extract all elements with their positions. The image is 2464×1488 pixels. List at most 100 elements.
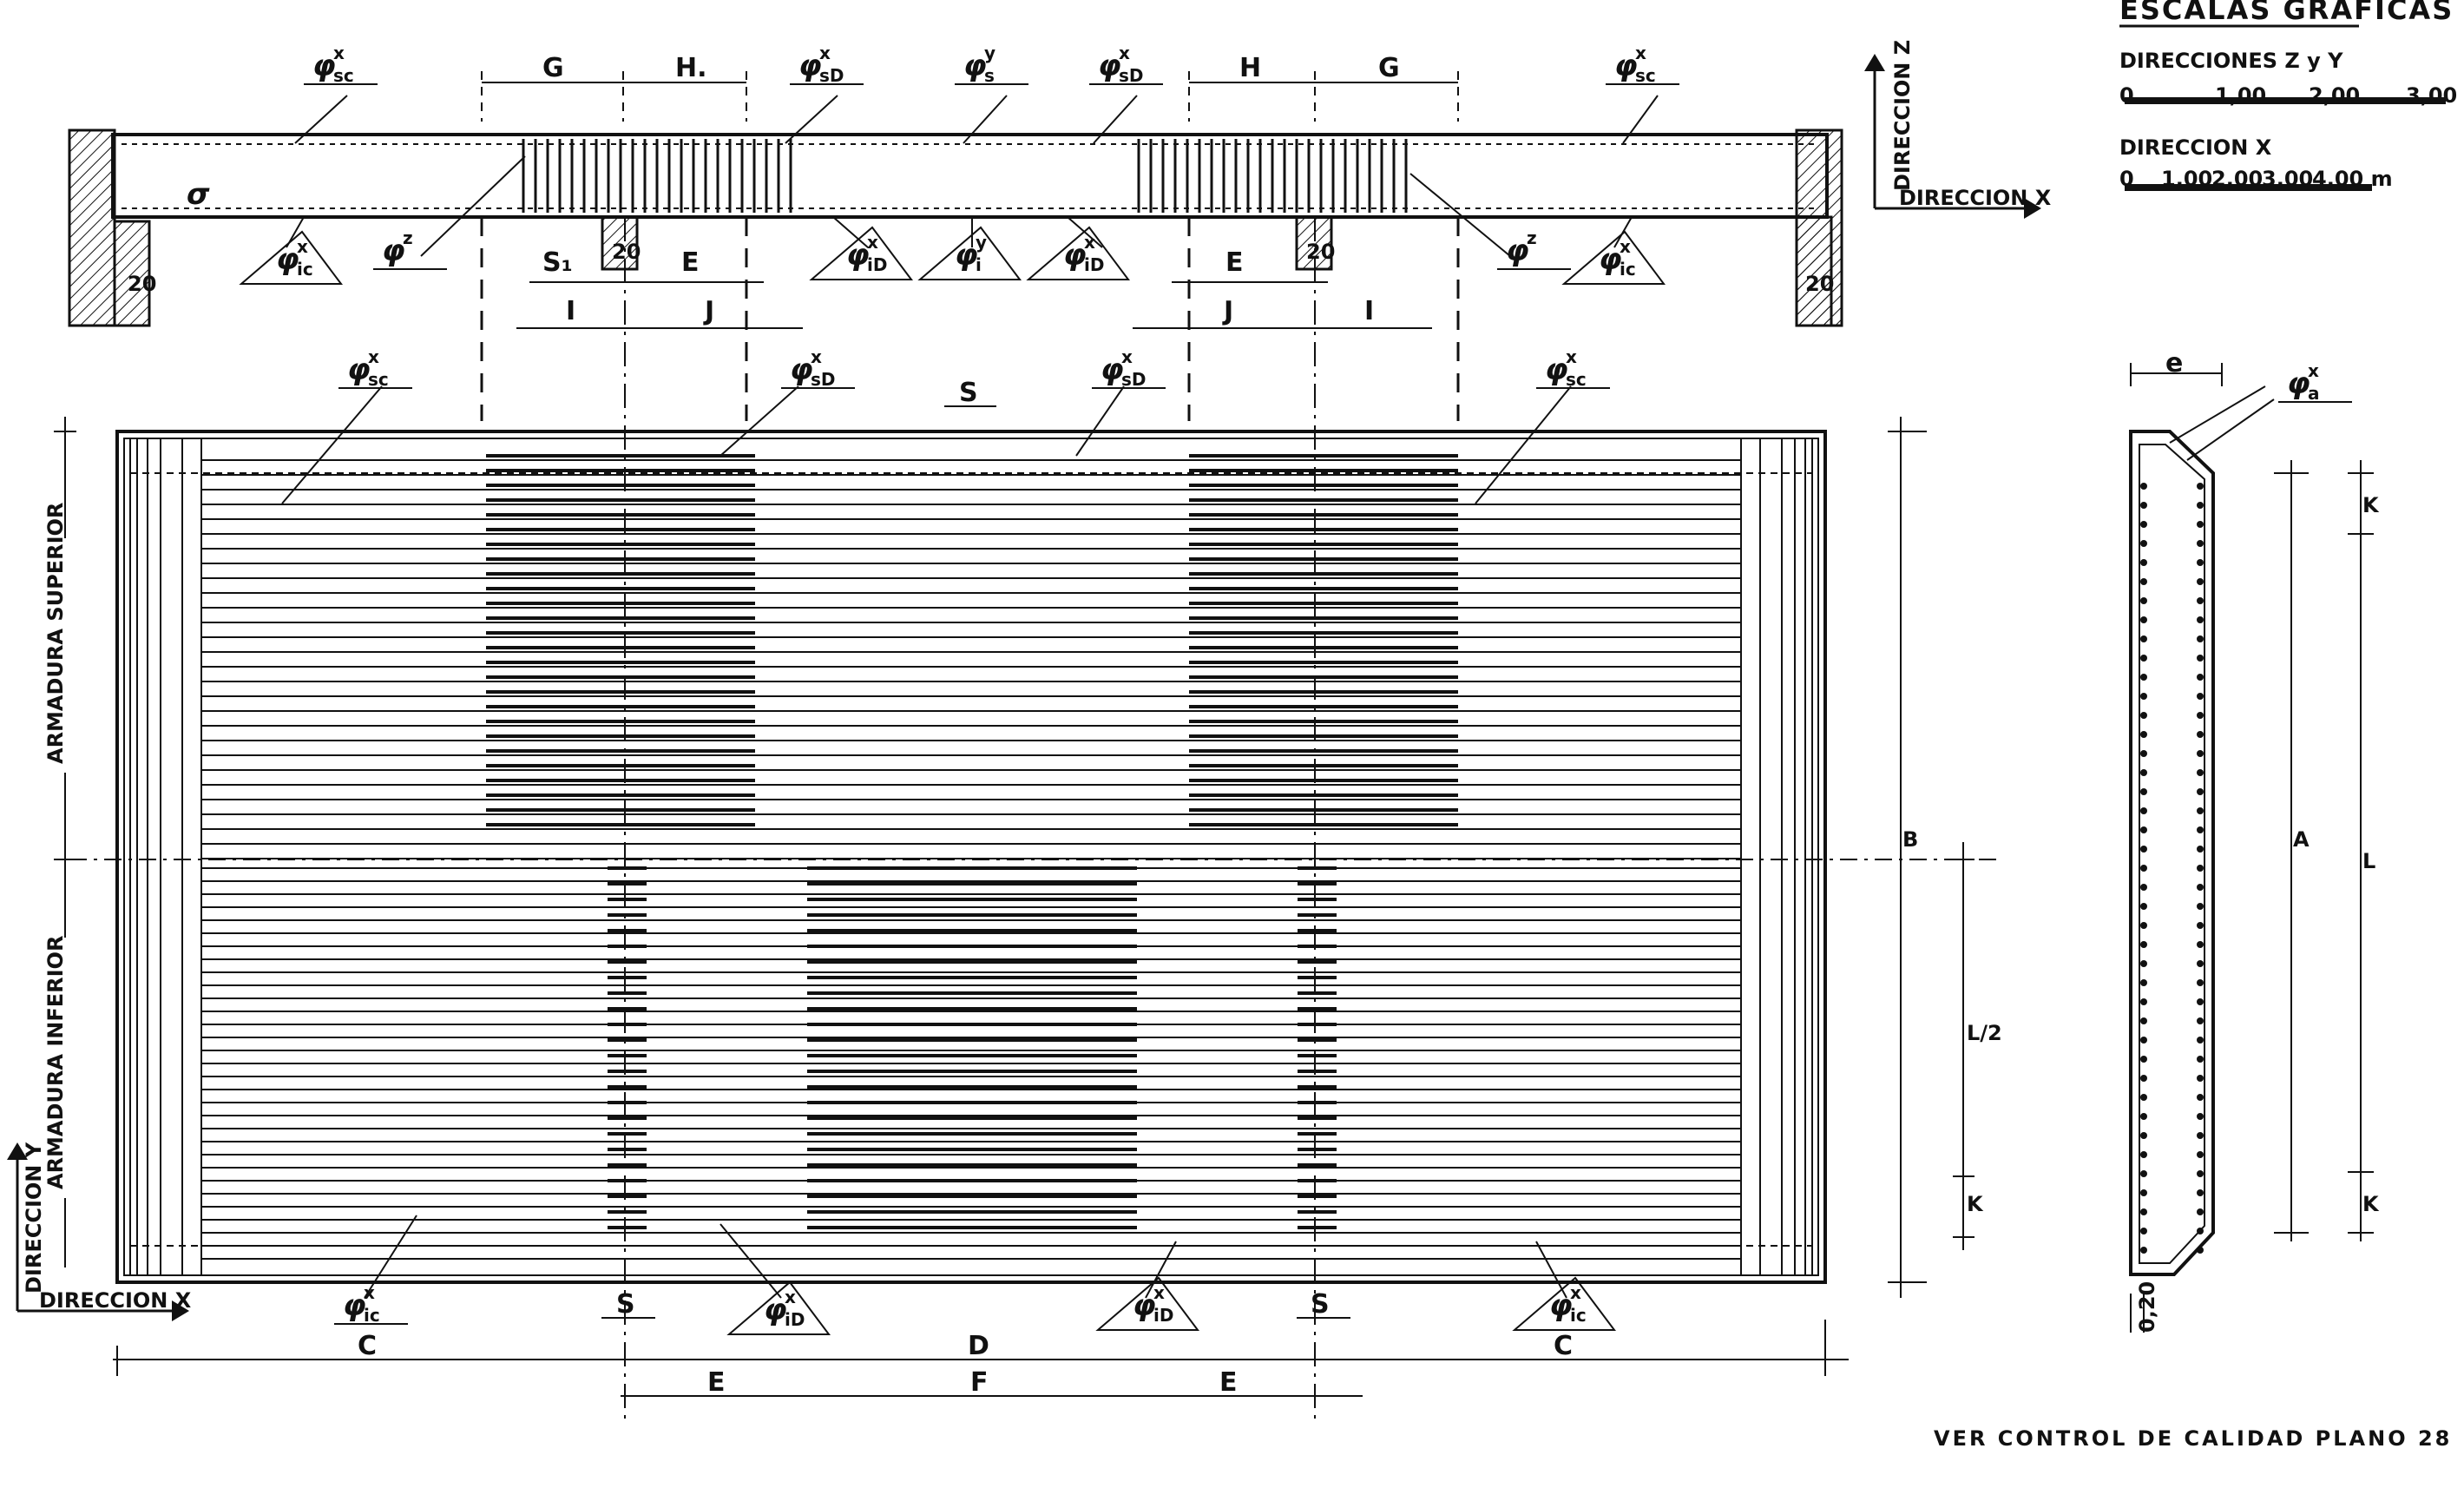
elev-bar-0-sub: sc bbox=[333, 65, 354, 86]
section-bar-dot bbox=[2197, 1037, 2204, 1044]
plan-dim-F: F bbox=[970, 1367, 989, 1398]
section-bar-dot bbox=[2140, 826, 2147, 833]
dir-y-label: DIRECCION Y bbox=[22, 1142, 46, 1294]
graphic-scales: ESCALAS GRAFICAS DIRECCIONES Z y Y 0 1,0… bbox=[2119, 0, 2464, 191]
section-bar-dot bbox=[2197, 1132, 2204, 1139]
section-bar-dot bbox=[2197, 922, 2204, 929]
section-bar-dot bbox=[2197, 655, 2204, 662]
plan-dim-K: K bbox=[1967, 1192, 1984, 1216]
scale-zy-tick-3: 3,00 m bbox=[2406, 83, 2464, 108]
section-bar-dot bbox=[2140, 960, 2147, 967]
scale-zy-tick-0: 0 bbox=[2119, 83, 2134, 108]
elev-bar-5-sup: x bbox=[297, 236, 308, 257]
plan-top-bar-1-sup: x bbox=[811, 346, 822, 367]
section-bar-dot bbox=[2140, 1094, 2147, 1101]
section-bar-dot bbox=[2197, 597, 2204, 604]
elev-bar-6: φz bbox=[373, 227, 447, 270]
plan-dim-E-right: E bbox=[1219, 1367, 1238, 1398]
scale-x-label: DIRECCION X bbox=[2119, 135, 2272, 160]
section-bar-dot bbox=[2140, 922, 2147, 929]
elev-bar-1-symbol: φ bbox=[798, 49, 822, 83]
plan-view: ARMADURA SUPERIOR ARMADURA INFERIOR DIRE… bbox=[7, 217, 2002, 1424]
left-wall-support bbox=[68, 128, 116, 327]
elev-bar-8-sup: y bbox=[976, 232, 987, 253]
plan-top-bar-2-sup: x bbox=[1121, 346, 1133, 367]
elev-bar-4-sub: sc bbox=[1635, 65, 1656, 86]
section-bar-dot bbox=[2197, 731, 2204, 738]
plan-bars bbox=[129, 438, 1813, 1275]
section-bar-dot bbox=[2197, 712, 2204, 719]
section-bar-dot bbox=[2197, 1208, 2204, 1215]
plan-top-bar-2-sub: sD bbox=[1121, 369, 1147, 390]
plan-right-dimensions bbox=[1888, 417, 1974, 1298]
section-bar-dot bbox=[2197, 1075, 2204, 1082]
section-bar-dot bbox=[2140, 941, 2147, 948]
dim-E-left: E bbox=[681, 247, 700, 278]
elev-bar-11-sup: x bbox=[1620, 236, 1631, 257]
plan-top-bar-3-sub: sc bbox=[1566, 369, 1587, 390]
plan-bottom-bar-3-sub: ic bbox=[1570, 1305, 1587, 1326]
section-bar-dot bbox=[2197, 788, 2204, 795]
section-bar-dot bbox=[2197, 1151, 2204, 1158]
dim-20-c: 20 bbox=[1306, 240, 1335, 264]
section-bar-dot bbox=[2140, 884, 2147, 891]
section-bar-dot bbox=[2197, 635, 2204, 642]
plan-dim-S-left: S bbox=[616, 1289, 635, 1320]
scale-zy-tick-1: 1,00 bbox=[2215, 83, 2266, 108]
plan-dim-E-left: E bbox=[707, 1367, 726, 1398]
section-dim-020: 0,20 bbox=[2135, 1281, 2159, 1333]
scale-x-tick-3: 3,00 bbox=[2262, 167, 2313, 191]
dim-J-left: J bbox=[703, 296, 714, 326]
dim-J-right: J bbox=[1222, 296, 1233, 326]
elev-bar-8-sub: i bbox=[976, 254, 982, 275]
plan-bottom-bar-2-sub: iD bbox=[1153, 1305, 1173, 1326]
section-bar-dot bbox=[2140, 769, 2147, 776]
dim-I-left: I bbox=[566, 296, 575, 326]
section-bar-dot bbox=[2140, 1037, 2147, 1044]
dim-20-d: 20 bbox=[1805, 272, 1834, 296]
quality-control-note: VER CONTROL DE CALIDAD PLANO 28 bbox=[1934, 1426, 2452, 1451]
section-bar-dot bbox=[2140, 1056, 2147, 1063]
plan-bottom-bar-1-sup: x bbox=[785, 1287, 796, 1307]
section-bar-dot bbox=[2140, 674, 2147, 681]
elev-bar-10: φz bbox=[1497, 227, 1571, 270]
section-bar-dot bbox=[2197, 521, 2204, 528]
elev-bar-3-sub: sD bbox=[1119, 65, 1144, 86]
section-bar-dot bbox=[2140, 540, 2147, 547]
scale-zy-tick-2: 2,00 bbox=[2309, 83, 2360, 108]
section-bar-dot bbox=[2140, 1075, 2147, 1082]
plan-top-bar-1-symbol: φ bbox=[790, 352, 813, 387]
section-bar-dot bbox=[2197, 540, 2204, 547]
elevation-dimension-lines bbox=[481, 71, 1459, 329]
elevation-view: σ G H. H G S₁ E E I J J I 20 20 20 20 bbox=[68, 40, 2052, 329]
section-bar-dot bbox=[2197, 1247, 2204, 1254]
section-bar-phi-sup: x bbox=[2308, 360, 2319, 381]
section-bar-dot bbox=[2197, 1170, 2204, 1177]
elev-bar-8: φyi bbox=[917, 226, 1022, 280]
section-bar-dot bbox=[2140, 903, 2147, 910]
plan-dim-B: B bbox=[1902, 827, 1918, 852]
elev-bar-7-sub: iD bbox=[867, 254, 887, 275]
section-bar-dot bbox=[2197, 826, 2204, 833]
section-bar-dot bbox=[2197, 559, 2204, 566]
left-support-block bbox=[113, 220, 151, 327]
section-bar-dot bbox=[2140, 865, 2147, 872]
axis-z-x: DIRECCION Z DIRECCION X bbox=[1864, 40, 2052, 219]
elev-bar-5-symbol: φ bbox=[276, 242, 299, 277]
elev-bar-8-symbol: φ bbox=[955, 238, 978, 273]
plan-bottom-bar-0-symbol: φ bbox=[343, 1288, 366, 1323]
plan-leaders bbox=[281, 385, 1572, 1299]
section-bar-dot bbox=[2197, 1056, 2204, 1063]
scale-x-bar bbox=[2125, 184, 2372, 191]
section-bar-dot bbox=[2140, 1170, 2147, 1177]
